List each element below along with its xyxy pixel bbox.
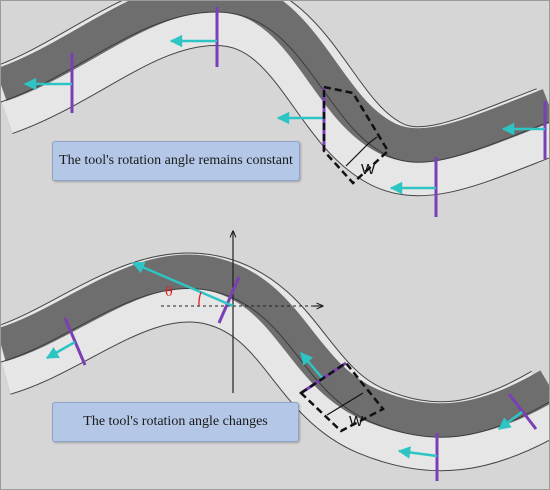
top-band (1, 1, 549, 197)
cyan-arrow-icon (397, 446, 438, 459)
theta-label: θ (165, 285, 173, 300)
bottom-caption-text: The tool's rotation angle changes (83, 414, 268, 429)
top-tool-box: W (322, 85, 390, 185)
bottom-caption: The tool's rotation angle changes (52, 402, 299, 442)
cyan-arrow-icon (300, 352, 324, 380)
tool-line (217, 276, 241, 324)
cyan-arrow-icon (497, 410, 523, 431)
top-caption: The tool's rotation angle remains consta… (52, 141, 300, 181)
bottom-tool-box: W (299, 361, 385, 433)
bottom-band (1, 252, 549, 472)
cyan-arrow-icon (45, 340, 76, 360)
top-caption-text: The tool's rotation angle remains consta… (59, 153, 293, 168)
angle-indicator: θ (165, 285, 202, 307)
bottom-panel: θ W (1, 231, 549, 481)
bottom-direction-arrows (45, 261, 523, 459)
coordinate-axes (161, 231, 323, 393)
tool-line (507, 393, 538, 430)
top-direction-arrows (23, 34, 545, 195)
cyan-arrow-icon (131, 261, 234, 308)
width-label: W (349, 413, 364, 430)
width-label: W (361, 161, 376, 178)
tool-line (63, 317, 87, 366)
top-panel: W (1, 1, 549, 217)
